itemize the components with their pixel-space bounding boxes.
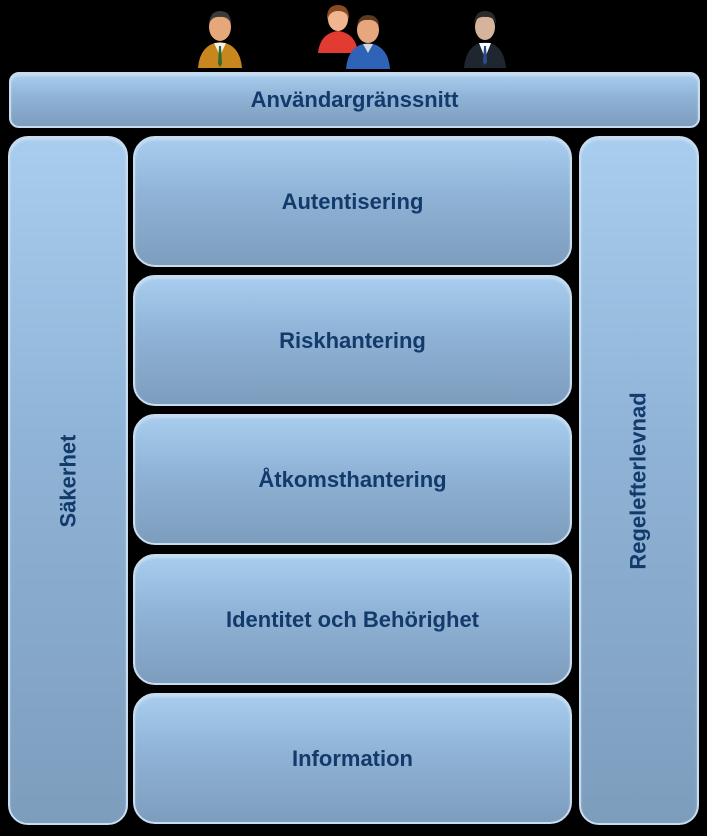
user-interface-layer: Användargränssnitt bbox=[9, 72, 700, 128]
information-layer: Information bbox=[133, 693, 572, 824]
person-icon bbox=[198, 11, 242, 68]
businessman-icon bbox=[464, 11, 506, 68]
identity-authorization-layer: Identitet och Behörighet bbox=[133, 554, 572, 685]
risk-management-layer: Riskhantering bbox=[133, 275, 572, 406]
couple-icon bbox=[318, 5, 390, 69]
compliance-label: Regelefterlevnad bbox=[626, 391, 652, 570]
risk-management-label: Riskhantering bbox=[279, 327, 426, 353]
access-management-layer: Åtkomsthantering bbox=[133, 414, 572, 545]
information-label: Information bbox=[292, 745, 413, 771]
identity-authorization-label: Identitet och Behörighet bbox=[226, 606, 479, 632]
authentication-label: Autentisering bbox=[281, 188, 424, 214]
compliance-pillar: Regelefterlevnad bbox=[579, 136, 699, 825]
authentication-layer: Autentisering bbox=[133, 136, 572, 267]
user-interface-label: Användargränssnitt bbox=[250, 87, 459, 112]
access-management-label: Åtkomsthantering bbox=[258, 466, 447, 492]
security-pillar: Säkerhet bbox=[8, 136, 128, 825]
security-label: Säkerhet bbox=[54, 434, 80, 527]
